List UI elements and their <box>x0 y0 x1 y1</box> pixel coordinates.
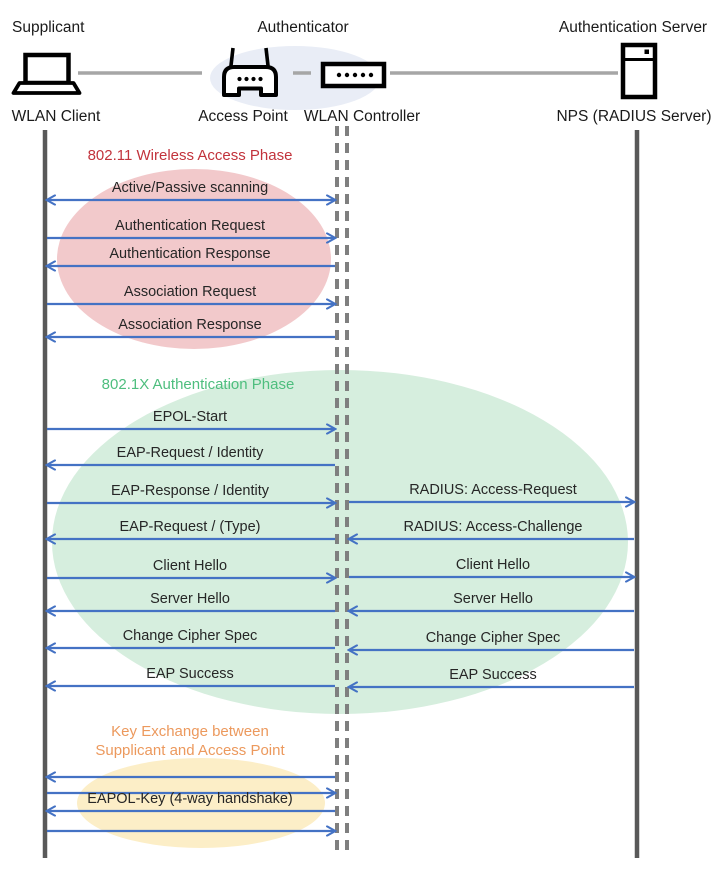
dot1x-phase-ellipse <box>52 370 628 714</box>
message-label: Active/Passive scanning <box>111 180 269 196</box>
laptop-icon <box>11 52 82 95</box>
message-label: EAP Success <box>146 666 234 682</box>
message-label: Authentication Request <box>115 218 265 234</box>
device-label-wlan-client: WLAN Client <box>11 108 101 125</box>
message-label: EPOL-Start <box>152 409 228 425</box>
message-label: EAP-Request / Identity <box>116 445 264 461</box>
device-label-wlan-controller: WLAN Controller <box>303 108 421 125</box>
phase-title-keyexchange-line2: Supplicant and Access Point <box>95 742 285 759</box>
message-label: Client Hello <box>455 557 531 573</box>
device-label-access-point: Access Point <box>198 108 288 125</box>
message-label: Client Hello <box>152 558 228 574</box>
message-label: Change Cipher Spec <box>425 630 561 646</box>
message-label: Server Hello <box>150 591 230 607</box>
message-label: EAP-Response / Identity <box>111 483 269 499</box>
wlan-controller-icon <box>320 61 387 89</box>
message-label: EAP-Request / (Type) <box>119 519 261 535</box>
message-label: RADIUS: Access-Request <box>409 482 577 498</box>
message-label: Association Response <box>118 317 262 333</box>
phase-title-keyexchange: Key Exchange between Supplicant and Acce… <box>95 722 284 760</box>
role-label-authenticator: Authenticator <box>257 19 349 36</box>
device-label-nps: NPS (RADIUS Server) <box>556 108 712 125</box>
phase-title-keyexchange-line1: Key Exchange between <box>111 723 269 740</box>
access-point-icon <box>222 47 278 97</box>
phase-title-wireless: 802.11 Wireless Access Phase <box>87 147 293 164</box>
keyexchange-phase-ellipse <box>77 758 325 848</box>
server-icon <box>620 42 658 100</box>
message-label: Change Cipher Spec <box>122 628 258 644</box>
phase-title-dot1x: 802.1X Authentication Phase <box>101 376 295 393</box>
message-label: Association Request <box>123 284 257 300</box>
message-label: RADIUS: Access-Challenge <box>403 519 583 535</box>
message-label: EAPOL-Key (4-way handshake) <box>87 791 293 807</box>
message-label: Server Hello <box>453 591 533 607</box>
message-label: EAP Success <box>449 667 537 683</box>
role-label-authentication-server: Authentication Server <box>558 19 708 36</box>
message-arrows <box>47 200 634 831</box>
message-label: Authentication Response <box>109 246 271 262</box>
role-label-supplicant: Supplicant <box>12 19 85 36</box>
